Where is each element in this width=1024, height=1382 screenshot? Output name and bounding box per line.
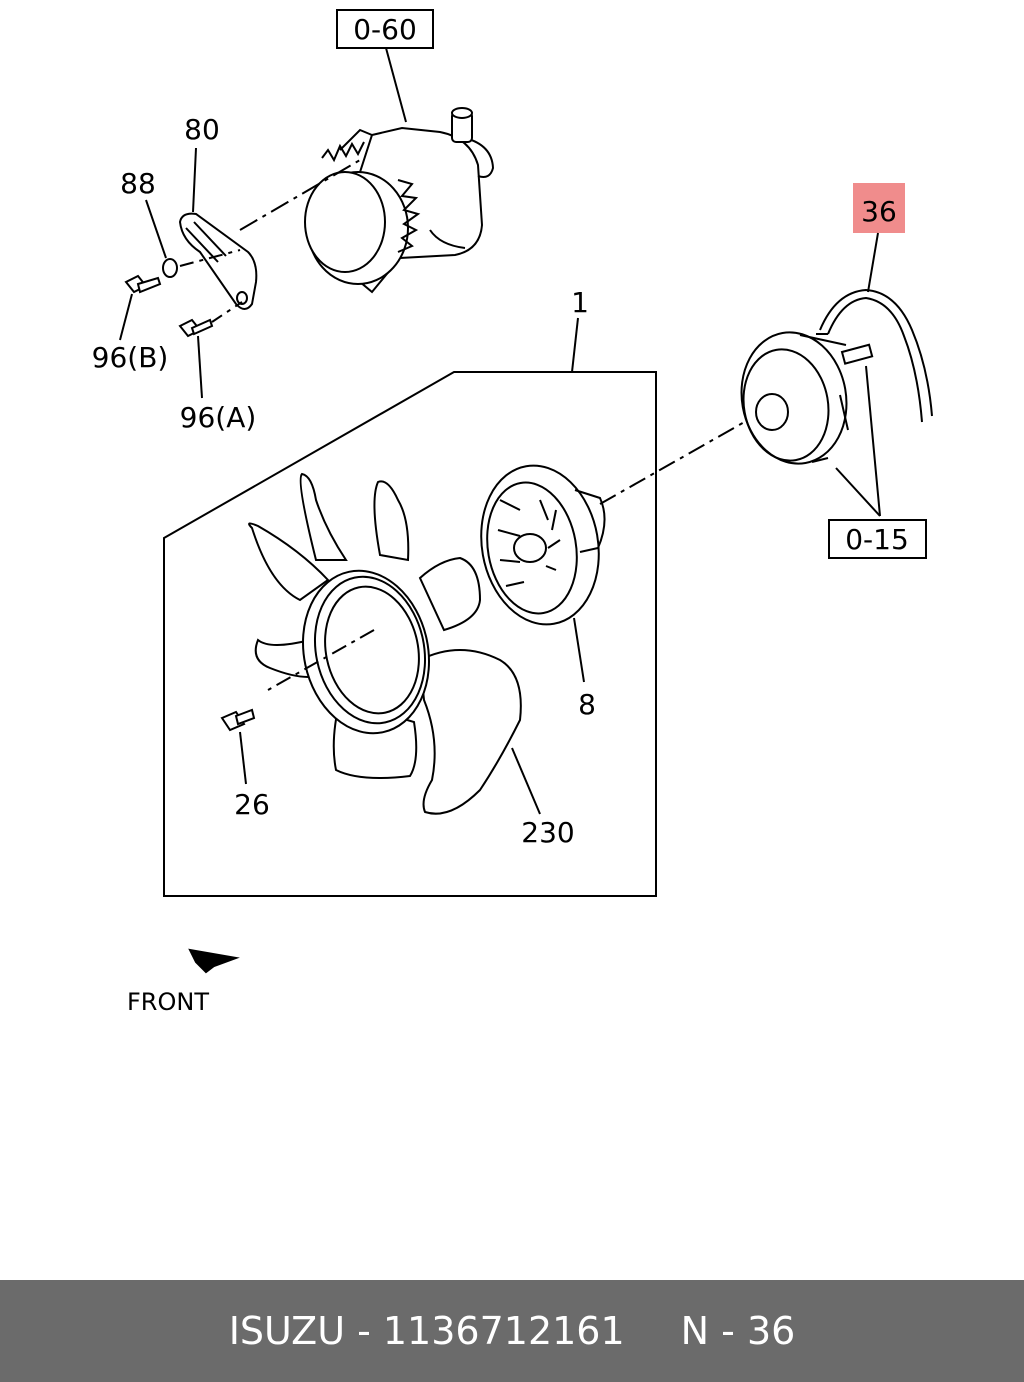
front-arrow-icon	[188, 948, 240, 974]
footer-part-number: ISUZU - 1136712161	[228, 1309, 625, 1353]
parts-diagram: 0-60 80 88 96(B) 96(A) 1 36 0-15 8 26 23…	[92, 9, 933, 1016]
footer-page-ref: N - 36	[680, 1309, 796, 1353]
bolt-96b	[124, 274, 162, 294]
label-26: 26	[234, 788, 270, 821]
label-1: 1	[571, 286, 589, 319]
label-230: 230	[521, 816, 574, 849]
ref-0-60-label: 0-60	[353, 13, 417, 46]
washer	[162, 258, 178, 278]
bolt-96a	[178, 318, 214, 338]
footer-bar: ISUZU - 1136712161 N - 36	[0, 1280, 1024, 1382]
ref-box-0-15[interactable]	[828, 519, 927, 559]
label-8: 8	[578, 688, 596, 721]
front-label: FRONT	[127, 988, 209, 1016]
ref-0-15-label: 0-15	[845, 523, 909, 556]
label-96b: 96(B)	[92, 341, 169, 374]
alternator	[304, 107, 495, 294]
bracket	[178, 212, 258, 310]
ref-box-0-60[interactable]	[336, 9, 434, 49]
bolt-26	[220, 708, 256, 732]
pulley	[740, 331, 874, 465]
fan-clutch	[480, 464, 606, 626]
label-96a: 96(A)	[180, 401, 257, 434]
part-36-highlight[interactable]	[853, 183, 905, 233]
label-36: 36	[861, 195, 897, 228]
fan-belt	[816, 288, 933, 423]
label-88: 88	[120, 167, 156, 200]
label-80: 80	[184, 113, 220, 146]
fan-blade	[248, 472, 522, 815]
assembly-frame	[163, 371, 657, 897]
